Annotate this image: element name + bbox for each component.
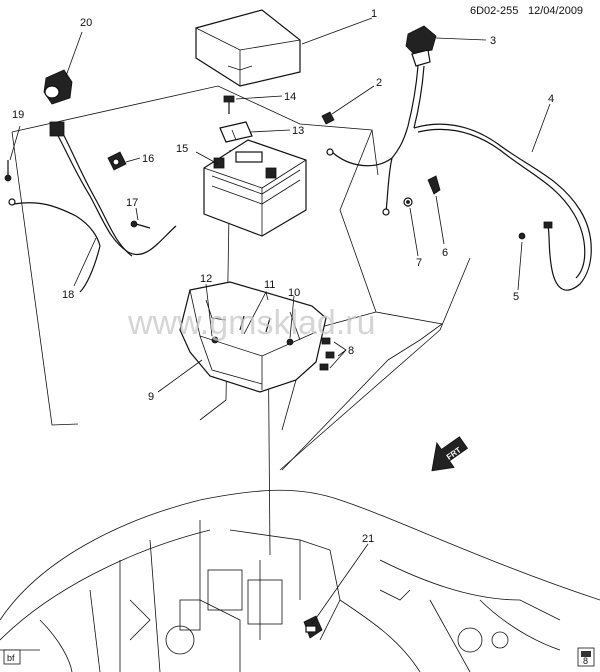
leader-4 — [531, 103, 551, 153]
negative-battery-cable — [13, 121, 177, 293]
leader-3 — [435, 37, 487, 41]
callout-4: 4 — [548, 93, 554, 105]
corner-tag-left: bf — [3, 649, 21, 665]
callout-10: 10 — [288, 287, 300, 299]
battery-insulator-cover — [195, 9, 301, 87]
diagram-code: 6D02-255 — [470, 5, 518, 17]
watermark: www.gmsklad.ru — [127, 304, 376, 342]
callout-3: 3 — [490, 35, 496, 47]
cable-end-terminals — [326, 148, 553, 229]
battery-hold-down-retainer — [219, 121, 253, 143]
callout-17: 17 — [126, 197, 138, 209]
leader-21 — [311, 543, 369, 625]
leader-6 — [435, 195, 445, 245]
callout-21: 21 — [362, 533, 374, 545]
leader-13 — [249, 129, 291, 133]
nut-5 — [518, 232, 526, 240]
leader-10 — [289, 295, 295, 339]
positive-battery-cable — [331, 65, 592, 291]
callout-12: 12 — [200, 273, 212, 285]
leader-12 — [205, 283, 213, 337]
battery — [203, 139, 307, 237]
diagram-date: 12/04/2009 — [528, 5, 583, 17]
forward-direction-arrow: FRT — [431, 436, 469, 472]
callout-18: 18 — [62, 289, 74, 301]
leader-1 — [301, 17, 373, 45]
leader-14 — [235, 95, 283, 100]
callout-8: 8 — [348, 345, 354, 357]
tray-nuts — [319, 337, 335, 371]
leader-16 — [125, 157, 141, 163]
cover-6 — [427, 175, 441, 195]
leader-11 — [243, 290, 269, 335]
corner-tag-left-text: bf — [7, 653, 15, 663]
callout-20: 20 — [80, 17, 92, 29]
leader-9 — [157, 359, 203, 393]
ground-bolt-19 — [4, 160, 16, 206]
callout-1: 1 — [371, 8, 377, 20]
positive-terminal-cover — [405, 25, 437, 67]
corner-tag-right-text: 8 — [583, 656, 588, 666]
hold-down-bolt — [223, 95, 235, 114]
corner-tag-right: 8 — [577, 647, 595, 667]
negative-terminal-cover — [43, 69, 73, 105]
leader-7 — [409, 207, 419, 257]
cable-clip-16 — [107, 151, 127, 171]
callout-6: 6 — [442, 247, 448, 259]
callout-11: 11 — [264, 279, 275, 291]
bracket-21 — [303, 615, 323, 639]
callout-19: 19 — [12, 109, 24, 121]
leader-18 — [73, 237, 97, 287]
callout-13: 13 — [292, 125, 304, 137]
ground-bolt-17 — [130, 220, 151, 229]
leader-19 — [9, 125, 21, 161]
callout-14: 14 — [284, 91, 296, 103]
callout-labels: 1 2 3 4 5 6 7 8 9 10 11 12 13 14 15 16 1… — [12, 8, 554, 545]
leader-2 — [331, 85, 375, 115]
leader-17 — [135, 207, 139, 221]
nut-7 — [403, 197, 413, 207]
callout-7: 7 — [416, 257, 422, 269]
callout-5: 5 — [513, 291, 519, 303]
leader-8 — [329, 341, 347, 369]
vehicle-body-outline — [0, 489, 600, 672]
leader-20 — [65, 31, 83, 77]
tray-bolts — [211, 315, 294, 346]
callout-16: 16 — [142, 153, 154, 165]
callout-15: 15 — [176, 143, 188, 155]
callout-2: 2 — [376, 77, 382, 89]
leader-5 — [517, 241, 523, 291]
nut-2 — [321, 111, 335, 125]
leader-15 — [195, 151, 219, 165]
callout-9: 9 — [148, 391, 154, 403]
